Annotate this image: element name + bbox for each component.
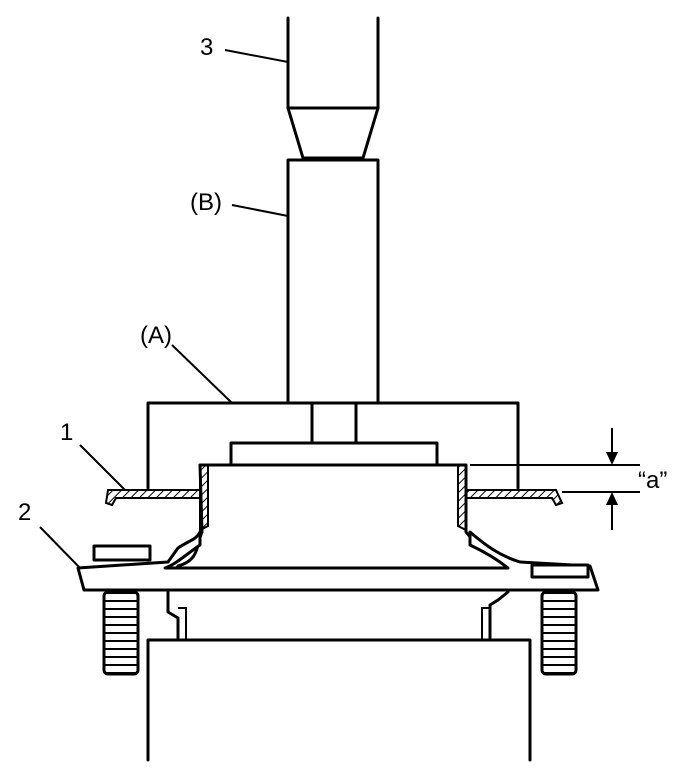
leader-3 [224,49,289,63]
press-ram [286,16,380,160]
label-b: (B) [190,189,222,216]
part-2-base [76,530,600,592]
stud-right [540,590,578,676]
label-1: 1 [60,419,73,446]
part-1-seal [104,464,564,532]
strut-body [146,590,532,762]
label-2: 2 [18,499,31,526]
leader-2 [39,526,81,569]
tool-a [146,401,520,490]
dimension-a [470,428,640,530]
stud-left [102,590,140,676]
leader-a [171,344,233,404]
label-3: 3 [200,34,213,61]
leader-1 [79,444,126,491]
tool-b [286,158,380,405]
leader-b [231,204,289,217]
label-a: (A) [140,322,172,349]
mount-top [166,441,530,584]
label-dimension-a: “a” [638,467,667,494]
